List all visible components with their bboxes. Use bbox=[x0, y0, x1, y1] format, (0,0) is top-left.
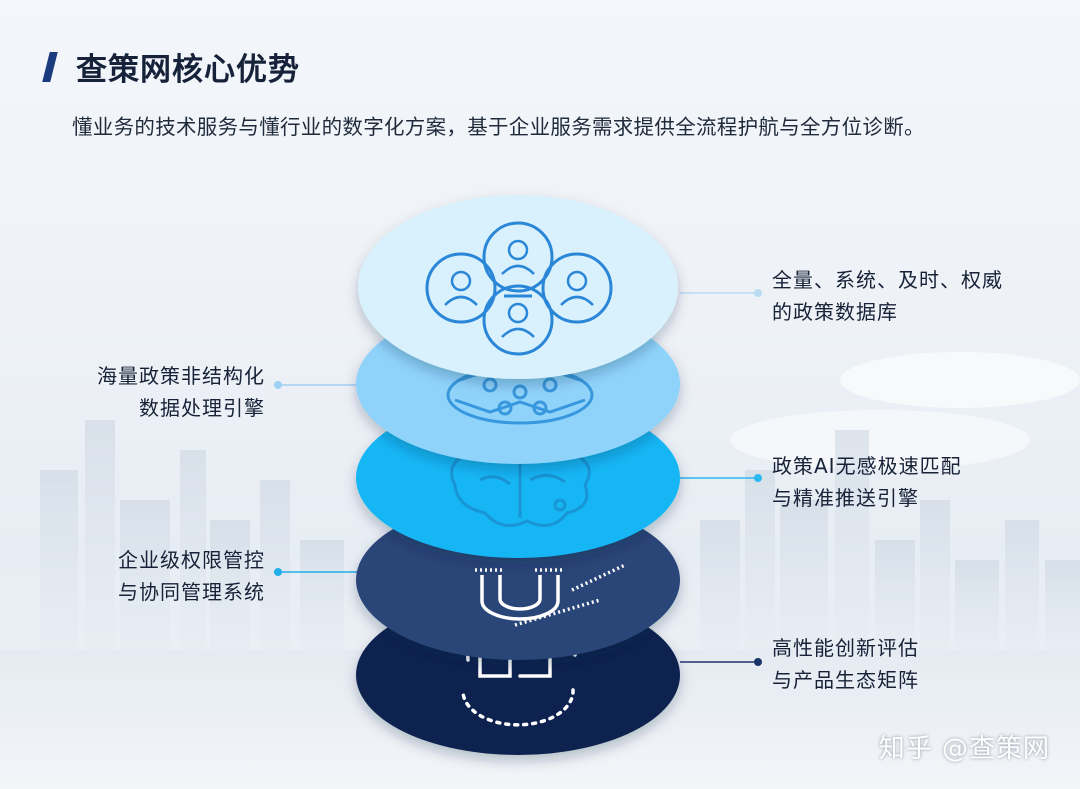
label-layer-3-line-2: 与精准推送引擎 bbox=[772, 486, 919, 510]
page-subtitle: 懂业务的技术服务与懂行业的数字化方案，基于企业服务需求提供全流程护航与全方位诊断… bbox=[72, 115, 925, 139]
connector-lines bbox=[274, 289, 762, 666]
label-layer-4: 企业级权限管控 与协同管理系统 bbox=[118, 544, 265, 608]
connector-dot-layer-4 bbox=[274, 568, 282, 576]
header: 查策网核心优势 bbox=[42, 44, 300, 89]
label-layer-1: 全量、系统、及时、权威 的政策数据库 bbox=[772, 264, 1003, 328]
label-layer-3-line-1: 政策AI无感极速匹配 bbox=[772, 454, 962, 478]
label-layer-3: 政策AI无感极速匹配 与精准推送引擎 bbox=[772, 450, 962, 514]
label-layer-5: 高性能创新评估 与产品生态矩阵 bbox=[772, 632, 919, 696]
connector-dot-layer-2 bbox=[274, 381, 282, 389]
label-layer-1-line-2: 的政策数据库 bbox=[772, 300, 898, 324]
layer-1-disc bbox=[358, 195, 678, 379]
label-layer-5-line-2: 与产品生态矩阵 bbox=[772, 668, 919, 692]
label-layer-4-line-1: 企业级权限管控 bbox=[118, 548, 265, 572]
connector-dot-layer-5 bbox=[754, 658, 762, 666]
label-layer-5-line-1: 高性能创新评估 bbox=[772, 636, 919, 660]
connector-dot-layer-1 bbox=[754, 289, 762, 297]
magnet-icon bbox=[475, 563, 626, 627]
label-layer-4-line-2: 与协同管理系统 bbox=[118, 580, 265, 604]
page-title: 查策网核心优势 bbox=[76, 52, 300, 88]
label-layer-2-line-1: 海量政策非结构化 bbox=[97, 364, 265, 388]
connector-dot-layer-3 bbox=[754, 474, 762, 482]
label-layer-1-line-1: 全量、系统、及时、权威 bbox=[772, 268, 1003, 292]
label-layer-2-line-2: 数据处理引擎 bbox=[139, 396, 265, 420]
watermark: 知乎 @查策网 bbox=[878, 734, 1050, 764]
label-layer-2: 海量政策非结构化 数据处理引擎 bbox=[97, 360, 265, 424]
people-network-icon bbox=[425, 221, 613, 356]
